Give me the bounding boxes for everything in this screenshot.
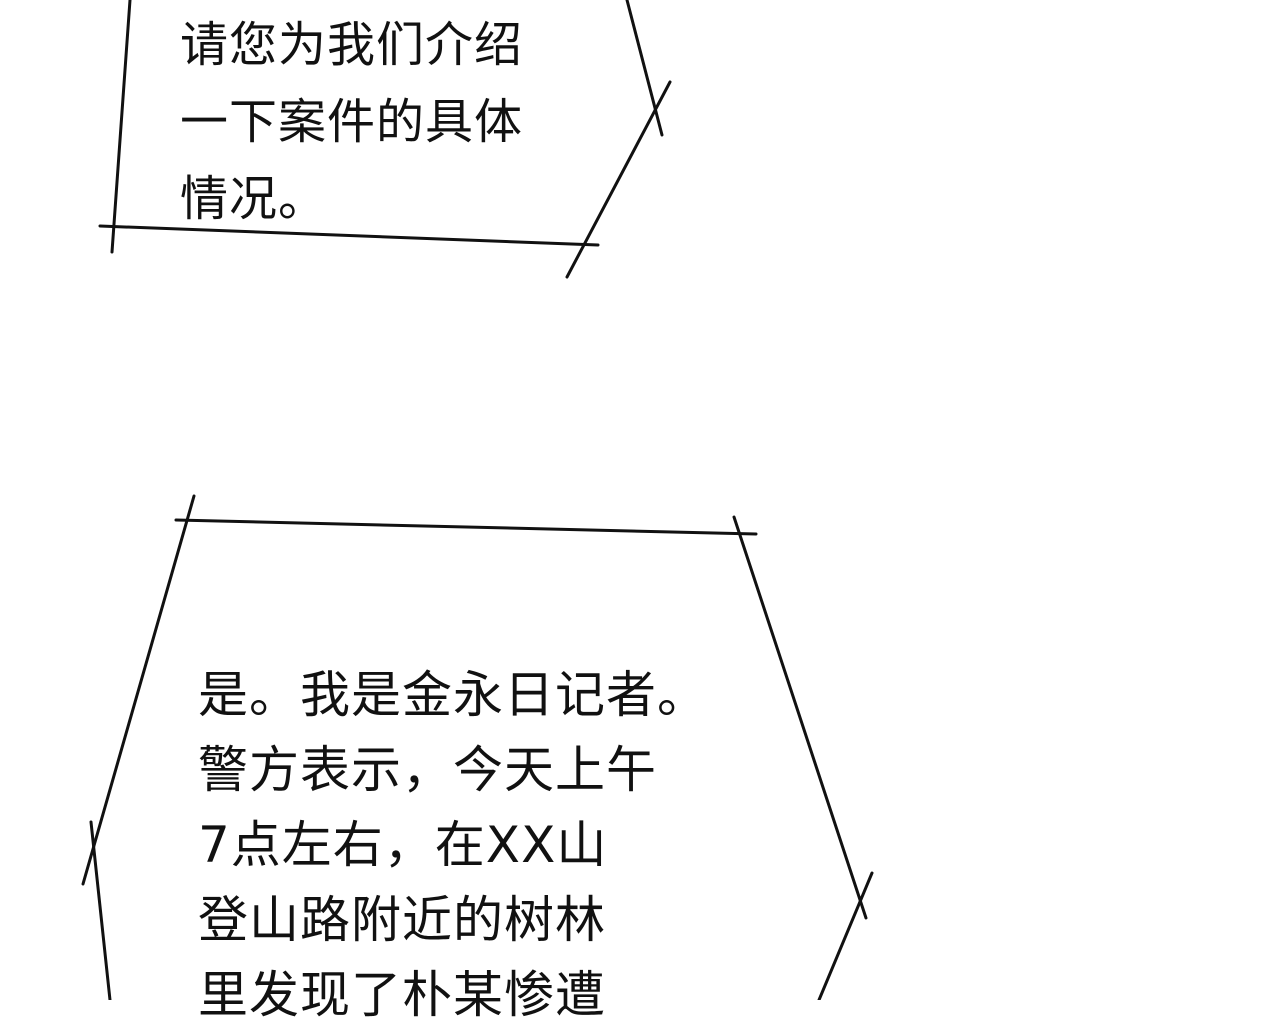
dialogue-line: 是。我是金永日记者。 — [198, 666, 708, 724]
dialogue-line: 情况。 — [180, 171, 328, 227]
dialogue-line: 7点左右，在XX山 — [198, 816, 608, 874]
bottom-speech-bubble-text: 是。我是金永日记者。 警方表示，今天上午 7点左右，在XX山 登山路附近的树林 … — [198, 658, 708, 1033]
dialogue-line: 警方表示，今天上午 — [198, 741, 657, 799]
top-speech-bubble-text: 请您为我们介绍 一下案件的具体 情况。 — [180, 7, 523, 238]
dialogue-line: 里发现了朴某惨遭 — [198, 966, 606, 1024]
top-speech-bubble-outline — [98, 0, 672, 279]
comic-page: { "bubbles": [ { "lines": [ "请您为我们介绍", "… — [81, 0, 874, 1024]
dialogue-line: 一下案件的具体 — [180, 94, 524, 150]
bottom-speech-bubble-outline — [81, 494, 874, 1000]
speech-bubble-outlines — [81, 0, 874, 1000]
dialogue-line: 请您为我们介绍 — [180, 17, 524, 73]
dialogue-line: 登山路附近的树林 — [198, 891, 606, 949]
